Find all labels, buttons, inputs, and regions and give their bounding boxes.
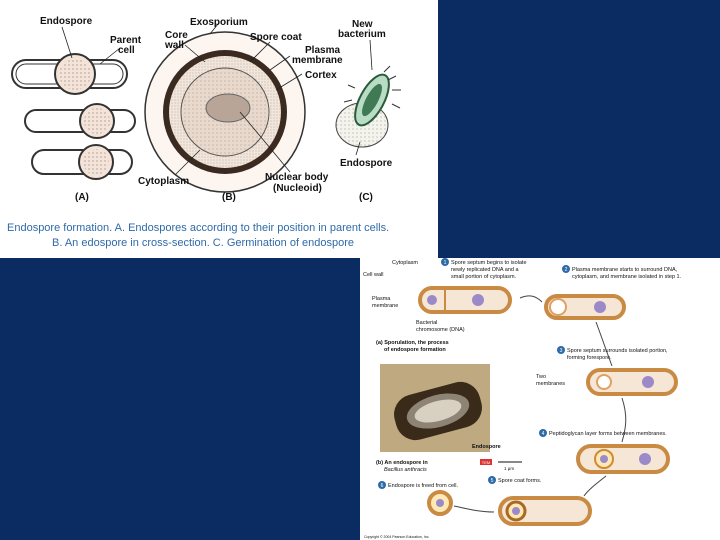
cell-step-1: [420, 288, 510, 312]
label-bacterial: Bacterial: [416, 320, 437, 326]
label-cytoplasm: Cytoplasm: [138, 176, 189, 187]
scale-tag: TEM: [482, 460, 490, 465]
label-spore-coat: Spore coat: [250, 32, 302, 43]
label-two: Two: [536, 374, 546, 380]
step-4-text-1: Peptidoglycan layer forms between membra…: [549, 431, 667, 437]
label-panel-c: (C): [359, 192, 373, 203]
step-5: 5 Spore coat forms.: [488, 476, 542, 484]
label-photo-caption-2: Bacillus anthracis: [384, 467, 427, 473]
step-6: 6 Endospore is freed from cell.: [378, 481, 458, 489]
label-nuclear-body: Nuclear body: [265, 172, 329, 183]
label-panel-b: (B): [222, 192, 236, 203]
label-chromosome: chromosome (DNA): [416, 327, 465, 333]
endospore-micrograph: [380, 364, 490, 452]
label-endospore: Endospore: [40, 16, 93, 27]
label-cell-wall: Cell wall: [363, 272, 383, 278]
label-nucleoid: (Nucleoid): [273, 183, 322, 194]
step-1-text-2: newly replicated DNA and a: [451, 267, 520, 273]
step-3-text-1: Spore septum surrounds isolated portion,: [567, 348, 668, 354]
step-5-number: 5: [491, 478, 494, 484]
step-2-number: 2: [565, 267, 568, 273]
step-3-number: 3: [560, 348, 563, 354]
sporulation-figure: 1 Spore septum begins to isolate newly r…: [360, 258, 720, 540]
parent-cell-subterminal: [25, 104, 135, 138]
endospore-cross-section: [145, 32, 305, 192]
label-membrane: membrane: [292, 55, 343, 66]
label-wall: wall: [164, 40, 184, 51]
step-1-text-3: small portion of cytoplasm.: [451, 274, 517, 280]
cell-step-3: [588, 370, 676, 394]
step-6-number: 6: [381, 483, 384, 489]
germination-drawing: [336, 66, 401, 147]
copyright: Copyright © 2004 Pearson Education, Inc.: [364, 535, 429, 539]
label-endospore-c: Endospore: [340, 158, 393, 169]
step-5-text-1: Spore coat forms.: [498, 478, 542, 484]
label-bacterium: bacterium: [338, 29, 386, 40]
step-1-number: 1: [444, 260, 447, 266]
caption-line-2: B. An edospore in cross-section. C. Germ…: [52, 237, 354, 249]
label-sporulation-1: (a) Sporulation, the process: [376, 340, 449, 346]
step-1-text-1: Spore septum begins to isolate: [451, 260, 527, 266]
step-2-text-2: cytoplasm, and membrane isolated in step…: [572, 274, 682, 280]
cell-step-5: [500, 498, 590, 524]
step-4-number: 4: [542, 431, 545, 437]
parent-cell-terminal: [12, 54, 127, 94]
step-3-text-2: forming forespore.: [567, 355, 612, 361]
cell-step-4: [578, 446, 668, 472]
cell-step-2: [546, 296, 624, 318]
label-photo-caption-1: (b) An endospore in: [376, 460, 428, 466]
step-4: 4 Peptidoglycan layer forms between memb…: [539, 429, 667, 437]
label-cell: cell: [118, 45, 135, 56]
label-sporulation-2: of endospore formation: [384, 347, 446, 353]
scale-value: 1 μm: [504, 466, 514, 471]
step-6-text-1: Endospore is freed from cell.: [388, 483, 458, 489]
label-membranes: membranes: [536, 381, 565, 387]
label-panel-a: (A): [75, 192, 89, 203]
step-1: 1 Spore septum begins to isolate newly r…: [441, 258, 527, 280]
label-endospore-photo: Endospore: [472, 444, 501, 450]
endospore-figure-panel: Endospore Parent cell Core wall Exospori…: [0, 0, 438, 258]
label-plasma-b: Plasma: [372, 296, 391, 302]
free-endospore: [429, 492, 451, 514]
label-cytoplasm-b: Cytoplasm: [392, 260, 418, 266]
parent-cell-central: [32, 145, 132, 179]
step-3: 3 Spore septum surrounds isolated portio…: [557, 346, 668, 361]
caption-line-1: Endospore formation. A. Endospores accor…: [7, 222, 389, 234]
label-membrane-b: membrane: [372, 303, 398, 309]
sporulation-figure-panel: 1 Spore septum begins to isolate newly r…: [360, 258, 720, 540]
label-exosporium: Exosporium: [190, 17, 248, 28]
step-2-text-1: Plasma membrane starts to surround DNA,: [572, 267, 678, 273]
step-2: 2 Plasma membrane starts to surround DNA…: [562, 265, 682, 280]
label-cortex: Cortex: [305, 70, 337, 81]
endospore-figure: Endospore Parent cell Core wall Exospori…: [0, 0, 438, 258]
